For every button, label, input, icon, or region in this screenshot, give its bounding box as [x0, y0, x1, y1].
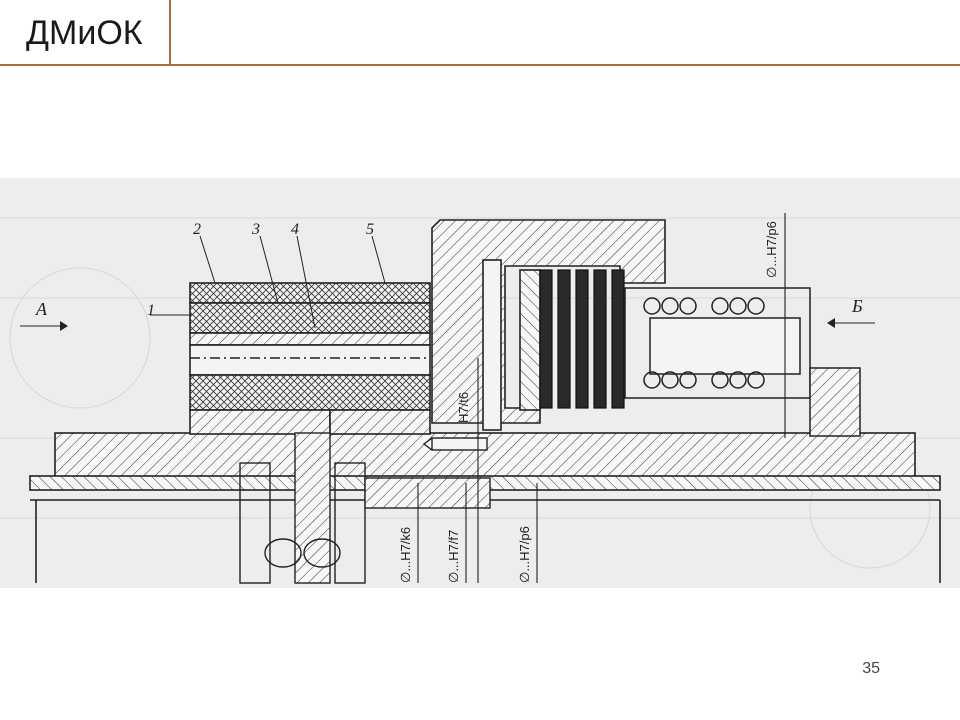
technical-drawing: 1 2 3 4 5 А Б ∅...H7/p6 H7/t6 ∅...H7/k6 …	[0, 178, 960, 588]
fit-label-top-right: ∅...H7/p6	[764, 221, 779, 278]
spring-assembly	[624, 287, 861, 437]
fit-label-bottom-3: ∅...H7/p6	[517, 526, 532, 583]
part-label-3: 3	[251, 221, 260, 238]
slide-title: ДМиОК	[26, 14, 143, 52]
arrow-left	[60, 321, 68, 331]
left-hub	[189, 282, 431, 435]
pin	[422, 437, 488, 451]
fit-label-bottom-1: ∅...H7/k6	[398, 527, 413, 583]
title-divider-vertical	[169, 0, 171, 66]
dimension-lines	[20, 213, 875, 583]
part-label-2: 2	[193, 221, 201, 238]
lower-coupling	[239, 432, 491, 584]
part-label-5: 5	[366, 221, 374, 238]
title-divider-horizontal	[0, 64, 960, 66]
fit-label-bottom-2: ∅...H7/f7	[446, 530, 461, 583]
part-label-1: 1	[147, 302, 155, 319]
part-label-4: 4	[291, 221, 299, 238]
view-label-a: А	[35, 299, 48, 319]
view-label-b: Б	[851, 296, 863, 316]
arrow-right	[827, 318, 835, 328]
fit-label-pin: H7/t6	[456, 392, 471, 423]
page-number: 35	[862, 660, 880, 677]
friction-disks	[539, 269, 625, 409]
